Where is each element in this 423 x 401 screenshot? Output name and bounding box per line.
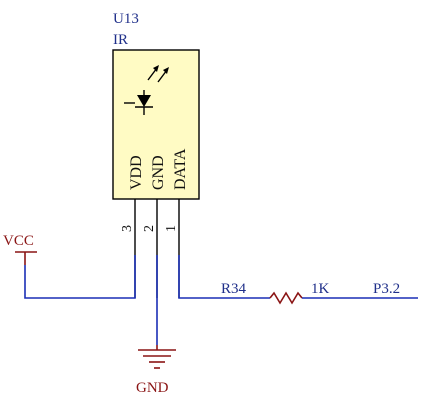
resistor-designator: R34: [221, 281, 247, 297]
resistor-value: 1K: [311, 281, 330, 297]
pin-name-gnd: GND: [150, 155, 167, 190]
wire-vcc-to-vdd: [24, 255, 136, 299]
component-designator: U13: [113, 11, 139, 27]
gnd-label: GND: [136, 380, 169, 396]
ground-icon: [138, 345, 176, 369]
pin-number-3: 3: [120, 225, 135, 232]
watermark-text: CSDN @嵌入式硬件与代码: [178, 376, 348, 392]
pin-number-1: 1: [164, 225, 179, 232]
vcc-label: VCC: [3, 233, 34, 249]
pin-number-2: 2: [142, 225, 157, 232]
ir-led-icon: [124, 65, 169, 115]
ir-receiver-body: [112, 49, 200, 200]
pin-name-data: DATA: [172, 148, 189, 190]
resistor-r34: [243, 291, 355, 305]
net-label-p32: P3.2: [373, 281, 400, 297]
wire-data-to-resistor: [178, 255, 243, 299]
pin-name-vdd: VDD: [128, 155, 145, 190]
component-value: IR: [113, 32, 128, 48]
